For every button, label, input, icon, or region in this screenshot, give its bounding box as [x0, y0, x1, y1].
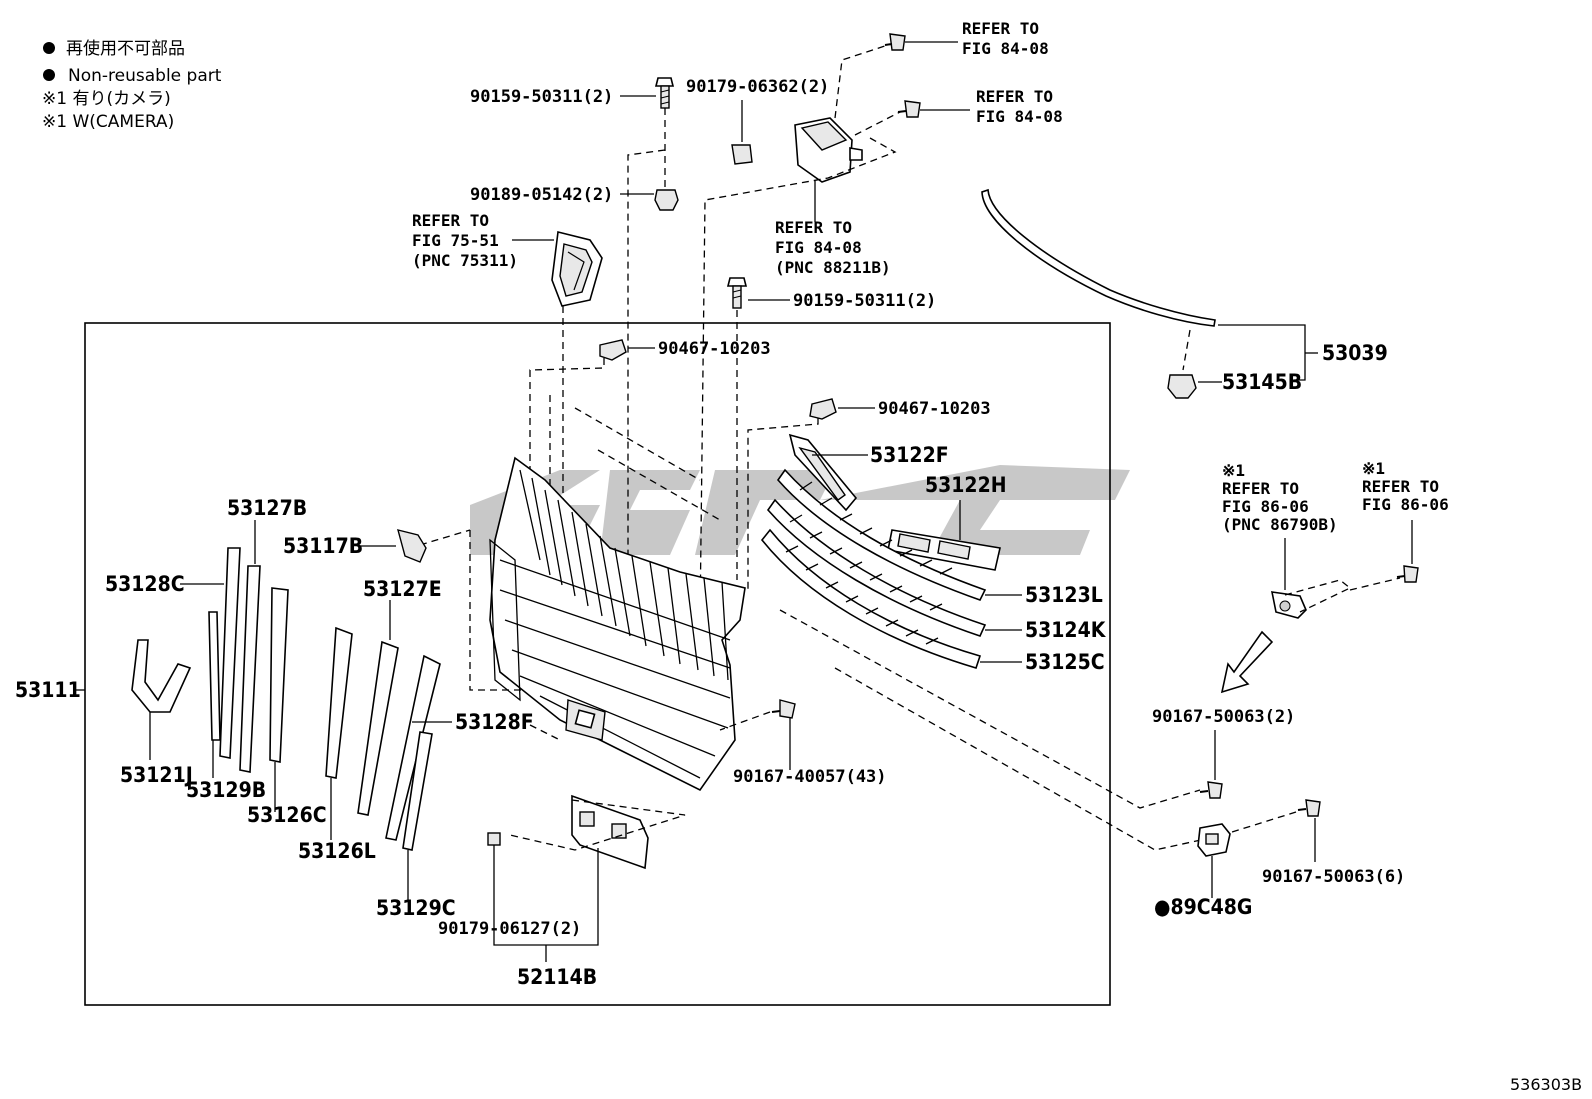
part-label-53122H: 53122H — [925, 473, 1007, 497]
ref-84-08-b-line1: REFER TO — [976, 87, 1053, 106]
ref-86-06-a-line3: FIG 86-06 — [1222, 497, 1309, 516]
screw-icon — [1297, 799, 1321, 817]
bolt-icon — [654, 77, 675, 109]
ref-84-08-c-line1: REFER TO — [775, 218, 852, 237]
nut-icon — [731, 144, 753, 165]
part-label-90467-10203-a: 90467-10203 — [658, 339, 771, 359]
part-label-53125C: 53125C — [1025, 650, 1105, 674]
ref-84-08-a-line1: REFER TO — [962, 19, 1039, 38]
part-label-53145B: 53145B — [1222, 370, 1302, 394]
nonreusable-bullet-icon — [43, 69, 55, 81]
radiator-grille — [489, 456, 746, 792]
direction-arrow-icon — [1220, 630, 1274, 694]
part-label-90467-10203-b: 90467-10203 — [878, 399, 991, 419]
screw-icon — [897, 100, 921, 118]
part-label-90179-06362: 90179-06362(2) — [686, 77, 829, 97]
legend-note1-en: ※1 W(CAMERA) — [42, 112, 174, 132]
emblem-icon — [551, 231, 603, 307]
part-label-89C48G: ●89C48G — [1154, 895, 1252, 919]
ref-86-06-b-line1: ※1 — [1362, 459, 1385, 478]
ref-84-08-a-line2: FIG 84-08 — [962, 39, 1049, 58]
ref-84-08-c-line3: (PNC 88211B) — [775, 258, 891, 277]
part-label-90167-50063-b: 90167-50063(6) — [1262, 867, 1405, 887]
ref-86-06-a-line1: ※1 — [1222, 461, 1245, 480]
ref-84-08-c-line2: FIG 84-08 — [775, 238, 862, 257]
clip-icon — [654, 189, 679, 211]
figure-id: 536303B — [1510, 1075, 1582, 1094]
screw-icon — [1396, 565, 1419, 583]
part-label-53117B: 53117B — [283, 534, 363, 558]
garnish-strip — [760, 528, 982, 669]
garnish-strip — [766, 498, 987, 637]
screw-icon — [771, 699, 796, 719]
part-label-53128F: 53128F — [455, 710, 534, 734]
molding-set — [131, 520, 452, 900]
retainer-icon — [809, 398, 837, 420]
part-label-90167-50063-a: 90167-50063(2) — [1152, 707, 1295, 727]
part-label-53121J: 53121J — [120, 763, 193, 787]
bolt-icon — [726, 277, 748, 309]
part-label-53126C: 53126C — [247, 803, 327, 827]
ref-75-51-line2: FIG 75-51 — [412, 231, 499, 250]
license-bracket — [571, 794, 649, 870]
insert-icon — [887, 529, 1001, 571]
part-label-53129C: 53129C — [376, 896, 456, 920]
ref-86-06-a-line4: (PNC 86790B) — [1222, 515, 1338, 534]
assembly-box — [84, 322, 1111, 1006]
part-label-90159-50311-top: 90159-50311(2) — [470, 87, 613, 107]
molding-strip-icon — [981, 188, 1216, 327]
part-label-90189-05142: 90189-05142(2) — [470, 185, 613, 205]
part-label-53124K: 53124K — [1025, 618, 1107, 642]
nonreusable-bullet-icon — [43, 42, 55, 54]
garnish-strip — [776, 468, 987, 601]
camera-bracket-icon — [1197, 823, 1231, 857]
screw-icon — [1199, 781, 1223, 799]
part-label-90179-06127: 90179-06127(2) — [438, 919, 581, 939]
screw-icon — [884, 33, 906, 51]
part-label-90159-50311-mid: 90159-50311(2) — [793, 291, 936, 311]
legend: 再使用不可部品 Non-reusable part ※1 有り(カメラ) ※1 … — [42, 38, 222, 132]
retainer-icon — [599, 339, 627, 361]
part-label-53111: 53111 — [15, 678, 81, 702]
ref-86-06-b-line2: REFER TO — [1362, 477, 1439, 496]
part-label-53039: 53039 — [1322, 341, 1388, 365]
part-label-53129B: 53129B — [186, 778, 266, 802]
part-label-53128C: 53128C — [105, 572, 185, 596]
insert-icon — [788, 433, 858, 512]
ref-86-06-a-line2: REFER TO — [1222, 479, 1299, 498]
part-label-53122F: 53122F — [870, 443, 949, 467]
part-label-53127B: 53127B — [227, 496, 307, 520]
legend-note1-jp: ※1 有り(カメラ) — [42, 89, 171, 109]
bracket-icon — [397, 529, 427, 563]
part-label-90167-40057: 90167-40057(43) — [733, 767, 887, 787]
camera-bracket — [794, 117, 863, 183]
ref-75-51-line3: (PNC 75311) — [412, 251, 518, 270]
clip-icon — [1167, 374, 1197, 399]
ref-84-08-b-line2: FIG 84-08 — [976, 107, 1063, 126]
ref-75-51-line1: REFER TO — [412, 211, 489, 230]
part-label-52114B: 52114B — [517, 965, 597, 989]
part-label-53123L: 53123L — [1025, 583, 1103, 607]
legend-nonreusable-jp: 再使用不可部品 — [66, 38, 185, 59]
legend-nonreusable-en: Non-reusable part — [68, 66, 222, 86]
nut-icon — [487, 832, 501, 846]
ref-86-06-b-line3: FIG 86-06 — [1362, 495, 1449, 514]
part-label-53127E: 53127E — [363, 577, 442, 601]
part-label-53126L: 53126L — [298, 839, 376, 863]
camera-icon — [1270, 591, 1307, 619]
